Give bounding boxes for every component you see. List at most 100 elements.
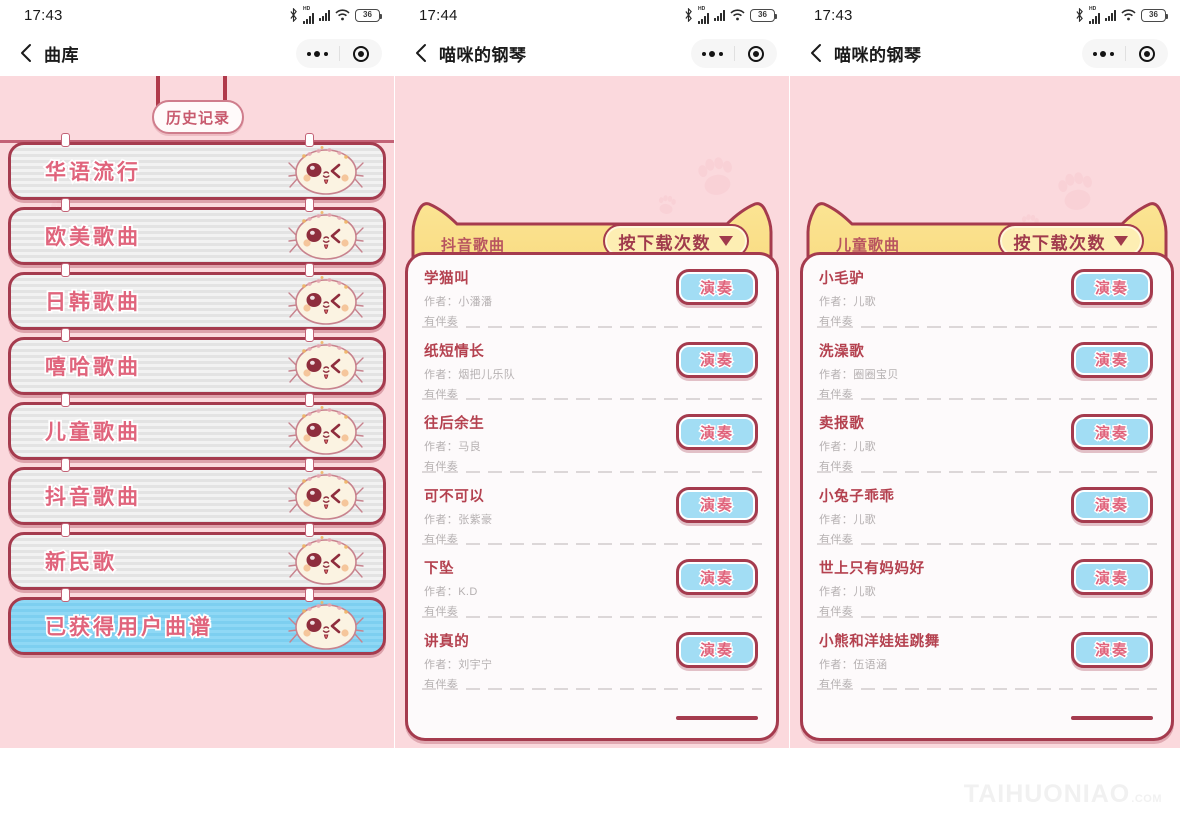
- nav-bar: 曲库: [0, 30, 394, 76]
- song-row[interactable]: 学猫叫 作者：小潘潘 有伴奏 演奏: [408, 255, 776, 328]
- category-label: 日韩歌曲: [43, 289, 141, 315]
- more-dots-icon[interactable]: [1082, 50, 1125, 57]
- more-dots-icon[interactable]: [296, 50, 339, 57]
- play-button[interactable]: 演奏: [676, 414, 758, 450]
- play-button[interactable]: 演奏: [676, 269, 758, 305]
- song-row[interactable]: 洗澡歌 作者：圈圈宝贝 有伴奏 演奏: [803, 328, 1171, 401]
- key-connector: [61, 523, 70, 537]
- status-bar: 17:43 HD 36: [790, 0, 1180, 30]
- key-connector: [305, 328, 314, 342]
- capsule-divider: [338, 46, 340, 61]
- song-card-douyin: 抖音歌曲 按下载次数 学猫叫 作者：小潘潘 有伴奏 演奏 纸短情长 作者：烟把儿…: [405, 198, 779, 741]
- more-dots-icon[interactable]: [691, 50, 734, 57]
- chevron-down-icon: [719, 236, 733, 246]
- category-key-1[interactable]: 欧美歌曲: [8, 207, 386, 265]
- category-key-4[interactable]: 儿童歌曲: [8, 402, 386, 460]
- play-button[interactable]: 演奏: [1071, 559, 1153, 595]
- status-time: 17:43: [814, 7, 853, 24]
- history-hanger-right: [223, 76, 227, 108]
- capsule-divider: [1124, 46, 1126, 61]
- song-card-kids: 儿童歌曲 按下载次数 小毛驴 作者：儿歌 有伴奏 演奏 洗澡歌 作者：圈圈宝贝 …: [800, 198, 1174, 741]
- category-key-2[interactable]: 日韩歌曲: [8, 272, 386, 330]
- cat-face-icon: [288, 601, 364, 650]
- category-label: 抖音歌曲: [43, 484, 141, 510]
- target-icon[interactable]: [735, 45, 778, 62]
- app-body-douyin: 抖音歌曲 按下载次数 学猫叫 作者：小潘潘 有伴奏 演奏 纸短情长 作者：烟把儿…: [395, 76, 789, 748]
- play-button[interactable]: 演奏: [676, 341, 758, 378]
- song-title: 往后余生: [424, 416, 485, 432]
- category-key-6[interactable]: 新民歌: [8, 532, 386, 590]
- signal-icon: [714, 9, 725, 21]
- battery-level: 36: [363, 10, 372, 19]
- song-author: 作者：儿歌: [819, 513, 876, 526]
- song-row[interactable]: 卖报歌 作者：儿歌 有伴奏 演奏: [803, 400, 1171, 473]
- song-row[interactable]: 小兔子乖乖 作者：儿歌 有伴奏 演奏: [803, 473, 1171, 546]
- miniapp-capsule: [691, 39, 777, 68]
- back-chevron-icon[interactable]: [806, 42, 826, 64]
- cat-face-wrap: [287, 405, 365, 457]
- target-icon[interactable]: [1126, 45, 1169, 62]
- category-key-5[interactable]: 抖音歌曲: [8, 467, 386, 525]
- app-body-library: 历史记录 华语流行: [0, 76, 394, 748]
- play-button[interactable]: 演奏: [1071, 414, 1153, 450]
- play-button[interactable]: 演奏: [1071, 269, 1153, 305]
- watermark: TAIHUONIAO .COM: [964, 780, 1162, 809]
- history-button[interactable]: 历史记录: [152, 100, 244, 134]
- category-label: 欧美歌曲: [43, 224, 141, 250]
- back-chevron-icon[interactable]: [411, 42, 431, 64]
- cat-face-icon: [288, 211, 364, 260]
- key-connector: [305, 133, 314, 147]
- row-divider: [422, 615, 762, 618]
- play-button-label: 演奏: [699, 496, 734, 516]
- category-row: 新民歌: [0, 523, 394, 595]
- history-button-label: 历史记录: [165, 109, 230, 127]
- song-title: 小熊和洋娃娃跳舞: [819, 633, 940, 650]
- play-button[interactable]: 演奏: [676, 486, 758, 523]
- song-row[interactable]: 可不可以 作者：张紫豪 有伴奏 演奏: [408, 473, 776, 546]
- song-accompaniment: 有伴奏: [424, 678, 459, 691]
- category-key-7[interactable]: 已获得用户曲谱: [8, 597, 386, 655]
- signal-hd-icon: HD: [1089, 6, 1100, 24]
- category-name: 抖音歌曲: [441, 237, 506, 254]
- song-author: 作者：小潘潘: [424, 296, 493, 308]
- song-accompaniment: 有伴奏: [819, 533, 854, 546]
- song-row[interactable]: 纸短情长 作者：烟把儿乐队 有伴奏 演奏: [408, 328, 776, 401]
- sort-label: 按下载次数: [1013, 233, 1106, 253]
- play-button[interactable]: 演奏: [676, 631, 758, 668]
- play-button-label: 演奏: [1094, 278, 1129, 298]
- play-button[interactable]: 演奏: [676, 559, 758, 595]
- key-connector: [305, 263, 314, 277]
- song-row[interactable]: 小毛驴 作者：儿歌 有伴奏 演奏: [803, 255, 1171, 328]
- play-button[interactable]: 演奏: [1071, 486, 1153, 523]
- play-button-label: 演奏: [1094, 423, 1129, 443]
- battery-icon: 36: [750, 8, 777, 22]
- sort-label: 按下载次数: [618, 233, 711, 253]
- play-button[interactable]: 演奏: [1071, 341, 1153, 378]
- watermark-domain: .COM: [1131, 793, 1162, 805]
- song-accompaniment: 有伴奏: [424, 316, 459, 328]
- nav-bar: 喵咪的钢琴: [790, 30, 1180, 76]
- play-button[interactable]: 演奏: [1071, 631, 1153, 668]
- cat-face-wrap: [287, 470, 365, 522]
- category-label: 儿童歌曲: [43, 419, 141, 445]
- cat-face-wrap: [287, 340, 365, 392]
- song-row[interactable]: 下坠 作者：K.D 有伴奏 演奏: [408, 545, 776, 618]
- back-chevron-icon[interactable]: [16, 42, 36, 64]
- song-title: 世上只有妈妈好: [819, 561, 925, 577]
- row-divider: [422, 688, 762, 690]
- row-divider: [422, 325, 762, 328]
- cat-face-wrap: [287, 275, 365, 327]
- category-label: 嘻哈歌曲: [43, 354, 141, 380]
- song-row[interactable]: 讲真的 作者：刘宇宁 有伴奏 演奏: [408, 618, 776, 691]
- status-icons: HD 36: [684, 6, 777, 24]
- category-key-0[interactable]: 华语流行: [8, 142, 386, 200]
- key-connector: [305, 458, 314, 472]
- song-row[interactable]: 小熊和洋娃娃跳舞 作者：伍语涵 有伴奏 演奏: [803, 618, 1171, 691]
- capsule-divider: [733, 46, 735, 61]
- category-key-3[interactable]: 嘻哈歌曲: [8, 337, 386, 395]
- history-hanger-left: [156, 76, 160, 108]
- song-row[interactable]: 世上只有妈妈好 作者：儿歌 有伴奏 演奏: [803, 545, 1171, 618]
- target-icon[interactable]: [340, 45, 383, 62]
- song-row[interactable]: 往后余生 作者：马良 有伴奏 演奏: [408, 400, 776, 473]
- song-title: 卖报歌: [819, 416, 865, 432]
